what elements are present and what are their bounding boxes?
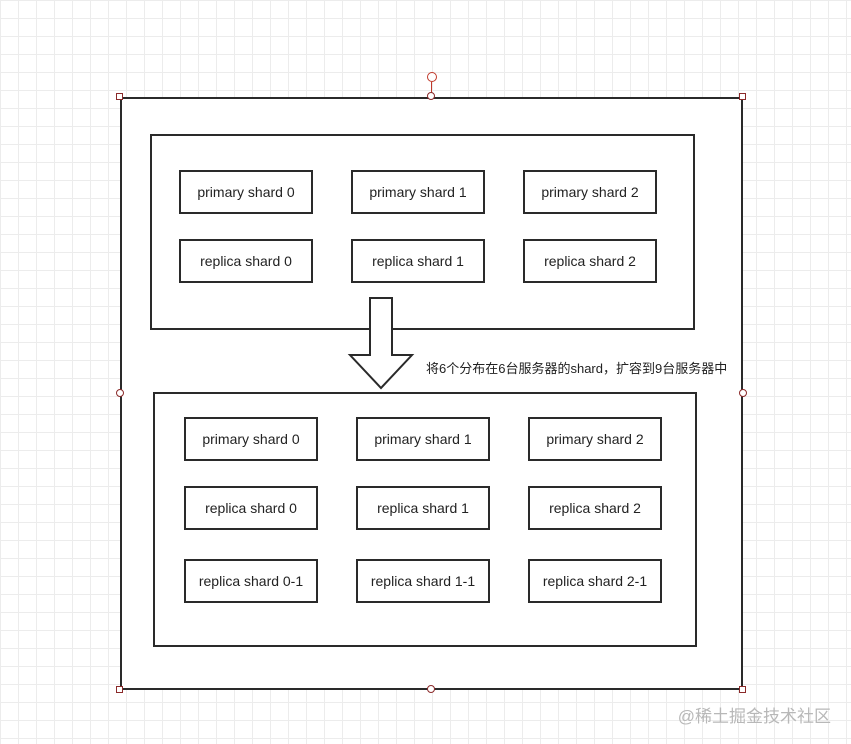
shard-label: primary shard 0 xyxy=(197,184,295,200)
shard-label: replica shard 1-1 xyxy=(370,573,476,589)
before-cluster-group[interactable] xyxy=(150,134,695,330)
resize-handle-bottom-left[interactable] xyxy=(116,686,123,693)
after-primary-shard-2[interactable]: primary shard 2 xyxy=(528,417,662,461)
shard-label: replica shard 0-1 xyxy=(198,573,304,589)
after-replica-shard-0[interactable]: replica shard 0 xyxy=(184,486,318,530)
shard-label: replica shard 2 xyxy=(544,253,636,269)
resize-handle-bottom-right[interactable] xyxy=(739,686,746,693)
shard-label: primary shard 2 xyxy=(541,184,639,200)
down-arrow-icon[interactable] xyxy=(346,296,416,392)
shard-label: primary shard 2 xyxy=(546,431,644,447)
resize-handle-top-left[interactable] xyxy=(116,93,123,100)
arrow-caption: 将6个分布在6台服务器的shard，扩容到9台服务器中 xyxy=(426,361,728,376)
after-replica-shard-1[interactable]: replica shard 1 xyxy=(356,486,490,530)
after-replica-shard-2[interactable]: replica shard 2 xyxy=(528,486,662,530)
after-replica-shard-2-1[interactable]: replica shard 2-1 xyxy=(528,559,662,603)
resize-handle-left[interactable] xyxy=(116,389,124,397)
shard-label: primary shard 0 xyxy=(202,431,300,447)
shard-label: replica shard 0 xyxy=(200,253,292,269)
after-primary-shard-0[interactable]: primary shard 0 xyxy=(184,417,318,461)
shard-label: replica shard 2-1 xyxy=(542,573,648,589)
shard-label: replica shard 1 xyxy=(377,500,469,516)
shard-label: replica shard 0 xyxy=(205,500,297,516)
before-primary-shard-1[interactable]: primary shard 1 xyxy=(351,170,485,214)
after-primary-shard-1[interactable]: primary shard 1 xyxy=(356,417,490,461)
resize-handle-right[interactable] xyxy=(739,389,747,397)
resize-handle-bottom[interactable] xyxy=(427,685,435,693)
watermark: @稀土掘金技术社区 xyxy=(677,707,831,726)
resize-handle-top[interactable] xyxy=(427,92,435,100)
before-replica-shard-0[interactable]: replica shard 0 xyxy=(179,239,313,283)
shard-label: primary shard 1 xyxy=(369,184,467,200)
before-replica-shard-2[interactable]: replica shard 2 xyxy=(523,239,657,283)
rotate-handle-line xyxy=(431,82,432,94)
before-replica-shard-1[interactable]: replica shard 1 xyxy=(351,239,485,283)
rotate-handle[interactable] xyxy=(427,72,437,82)
shard-label: replica shard 1 xyxy=(372,253,464,269)
before-primary-shard-2[interactable]: primary shard 2 xyxy=(523,170,657,214)
resize-handle-top-right[interactable] xyxy=(739,93,746,100)
shard-label: primary shard 1 xyxy=(374,431,472,447)
shard-label: replica shard 2 xyxy=(549,500,641,516)
before-primary-shard-0[interactable]: primary shard 0 xyxy=(179,170,313,214)
after-replica-shard-1-1[interactable]: replica shard 1-1 xyxy=(356,559,490,603)
after-replica-shard-0-1[interactable]: replica shard 0-1 xyxy=(184,559,318,603)
